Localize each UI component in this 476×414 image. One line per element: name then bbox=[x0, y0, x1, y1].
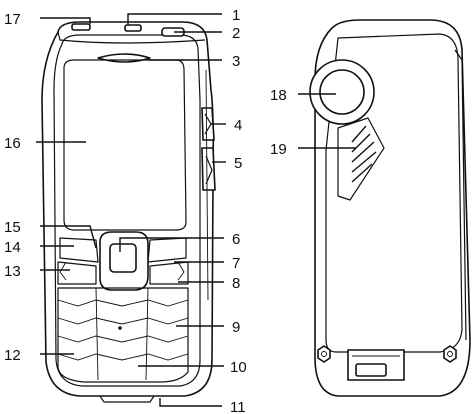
callout-2: 2 bbox=[232, 25, 240, 42]
callout-6: 6 bbox=[232, 231, 240, 248]
callout-4: 4 bbox=[234, 117, 242, 134]
callout-18: 18 bbox=[270, 87, 287, 104]
callout-15: 15 bbox=[4, 219, 21, 236]
screw-right bbox=[444, 346, 456, 362]
earpiece bbox=[98, 54, 150, 62]
callout-17: 17 bbox=[4, 11, 21, 28]
leader-11 bbox=[160, 398, 222, 406]
callout-16: 16 bbox=[4, 135, 21, 152]
callout-8: 8 bbox=[232, 275, 240, 292]
callout-3: 3 bbox=[232, 53, 240, 70]
top-button-17 bbox=[72, 24, 90, 30]
keypad-dot-5 bbox=[118, 326, 122, 330]
phone-front-view bbox=[42, 22, 215, 402]
camera-lens bbox=[320, 70, 364, 114]
callout-19: 19 bbox=[270, 141, 287, 158]
callout-1: 1 bbox=[232, 7, 240, 24]
callout-12: 12 bbox=[4, 347, 21, 364]
callout-14: 14 bbox=[4, 239, 21, 256]
top-button-1 bbox=[125, 25, 141, 31]
phone-back-view bbox=[310, 20, 470, 396]
nav-center-key bbox=[110, 244, 136, 272]
callout-13: 13 bbox=[4, 263, 21, 280]
screw-left bbox=[318, 346, 330, 362]
callout-5: 5 bbox=[234, 155, 242, 172]
callout-9: 9 bbox=[232, 319, 240, 336]
bottom-connector bbox=[100, 396, 154, 402]
callout-10: 10 bbox=[230, 359, 247, 376]
battery-latch-button bbox=[356, 364, 386, 376]
callout-11: 11 bbox=[230, 399, 246, 414]
side-key-5 bbox=[202, 148, 215, 190]
callout-7: 7 bbox=[232, 255, 240, 272]
